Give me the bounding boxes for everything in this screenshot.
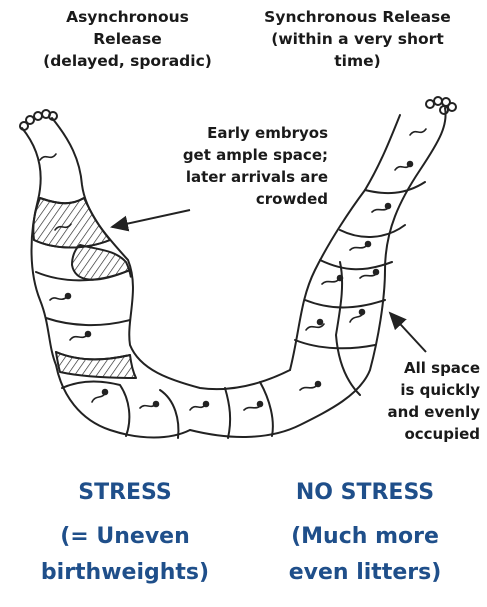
right-outcome-sub1: (Much more <box>255 524 475 549</box>
right-outcome-label: NO STRESS <box>255 480 475 505</box>
right-horn-inner <box>290 115 400 370</box>
left-ovary-icon <box>20 110 57 130</box>
left-crowded-region <box>56 352 136 378</box>
left-outcome-sub1: (= Uneven <box>20 524 230 549</box>
left-outcome-sub2: birthweights) <box>20 560 230 585</box>
left-crowded-region <box>33 198 110 248</box>
right-compartments <box>225 182 425 438</box>
left-outcome-label: STRESS <box>20 480 230 505</box>
left-annotation-arrow <box>112 210 190 227</box>
right-annotation-arrow <box>390 313 426 352</box>
left-crowded-region <box>72 245 131 280</box>
right-ovary-icon <box>426 97 456 114</box>
right-outcome-sub2: even litters) <box>255 560 475 585</box>
